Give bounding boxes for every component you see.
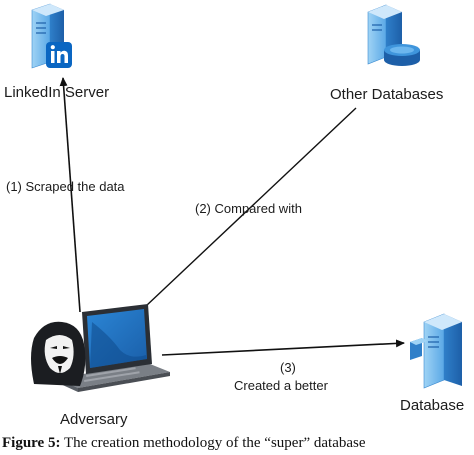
node-label-adversary: Adversary [60, 411, 128, 428]
guy-fawkes-mask-icon [44, 335, 74, 373]
edge-scraped [59, 77, 81, 313]
linkedin-server-icon [31, 3, 72, 69]
edge-label-created-text: Created a better [234, 378, 329, 393]
edge-label-created-step: (3) [280, 360, 296, 375]
edge-label-compared: (2) Compared with [195, 201, 302, 216]
node-label-linkedin-server: LinkedIn Server [4, 84, 109, 101]
edge-compared [145, 107, 357, 307]
node-label-database: Database [400, 397, 464, 414]
adversary-icon [31, 304, 170, 392]
edge-created [161, 339, 405, 356]
node-label-other-databases: Other Databases [330, 86, 443, 103]
figure-caption: Figure 5: The creation methodology of th… [2, 432, 474, 455]
caption-prefix: Figure 5: [2, 435, 61, 451]
edge-label-scraped: (1) Scraped the data [6, 179, 125, 194]
other-databases-icon [367, 4, 420, 66]
caption-text: The creation methodology of the “super” … [63, 435, 366, 451]
database-icon [410, 313, 462, 389]
